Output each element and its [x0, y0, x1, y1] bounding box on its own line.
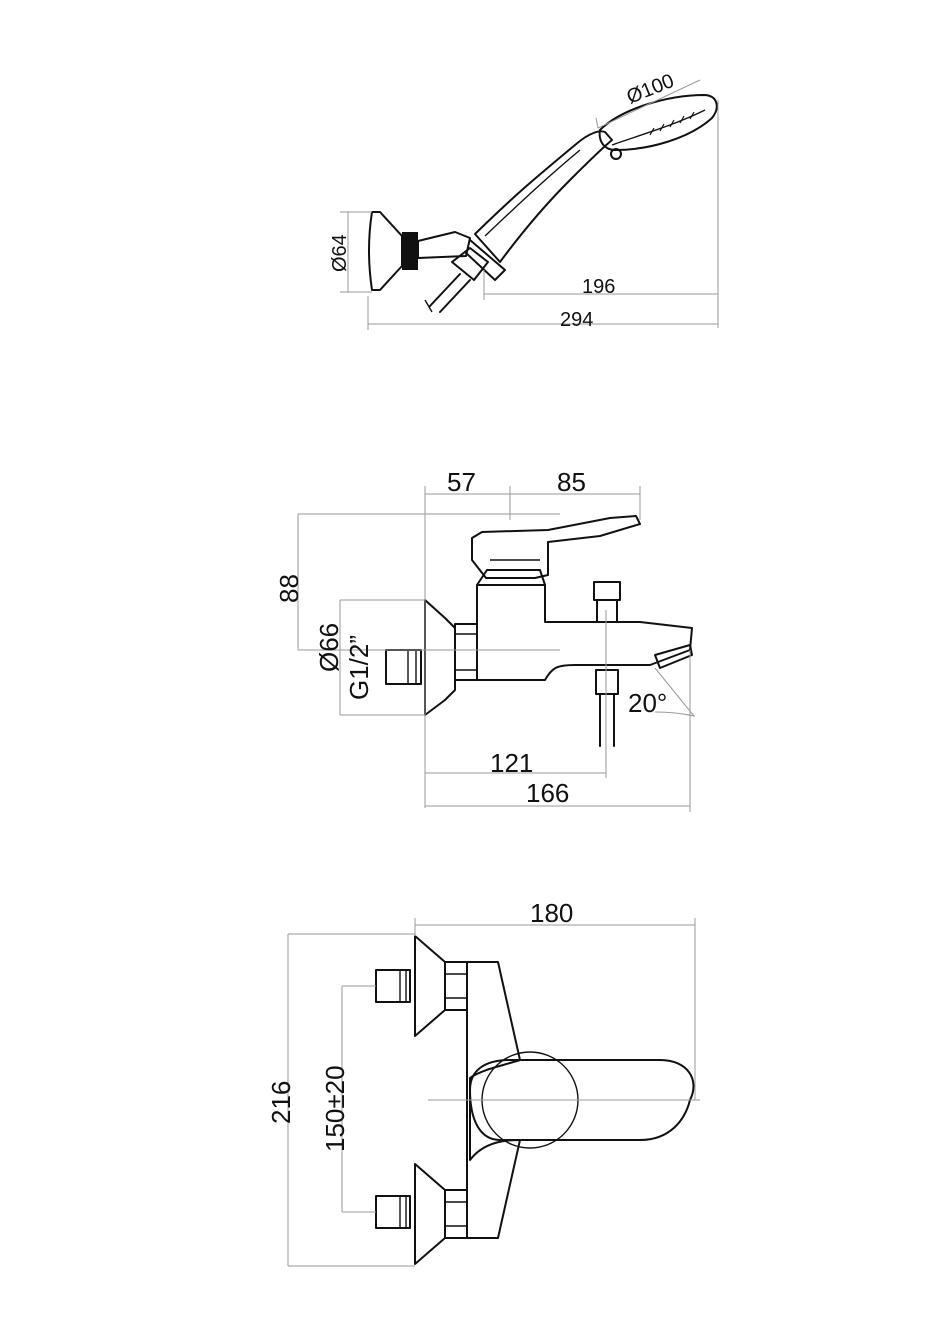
- flange-diameter-label: Ø66: [314, 623, 344, 672]
- side-view-dimensions: [297, 486, 696, 812]
- wall-diameter-label: Ø64: [329, 234, 351, 272]
- offset-left-label: 57: [447, 467, 476, 497]
- front-bottom-inlet-drawing: [375, 1163, 468, 1265]
- side-inlet-drawing: [385, 623, 478, 685]
- centers-label: 150±20: [320, 1065, 350, 1152]
- side-height-label: 88: [274, 574, 304, 603]
- front-top-inlet-drawing: [375, 935, 468, 1037]
- shower-hose-drawing: [424, 273, 471, 313]
- thread-label: G1/2”: [344, 635, 374, 700]
- shower-head-drawing: [598, 94, 718, 160]
- side-view: 57 85 88 Ø66 G1/2” 20° 121 166: [274, 467, 696, 812]
- front-view-dimensions: [287, 918, 700, 1267]
- angle-label: 20°: [628, 688, 667, 718]
- mixer-body-side-drawing: [471, 515, 693, 747]
- shower-handle-drawing: [451, 130, 613, 281]
- hand-shower-view: Ø100 Ø64 196 294: [329, 70, 719, 331]
- front-height-label: 216: [266, 1081, 296, 1124]
- wall-bracket-drawing: [368, 211, 471, 291]
- overall-length-label: 294: [560, 309, 593, 331]
- overall-depth-label: 166: [526, 778, 569, 808]
- hand-shower-dimensions: [340, 79, 719, 330]
- offset-right-label: 85: [557, 467, 586, 497]
- front-view: 180 216 150±20: [266, 898, 700, 1267]
- side-flange-drawing: [424, 599, 456, 716]
- spout-to-outlet-label: 121: [490, 748, 533, 778]
- hose-length-label: 196: [582, 276, 615, 298]
- front-width-label: 180: [530, 898, 573, 928]
